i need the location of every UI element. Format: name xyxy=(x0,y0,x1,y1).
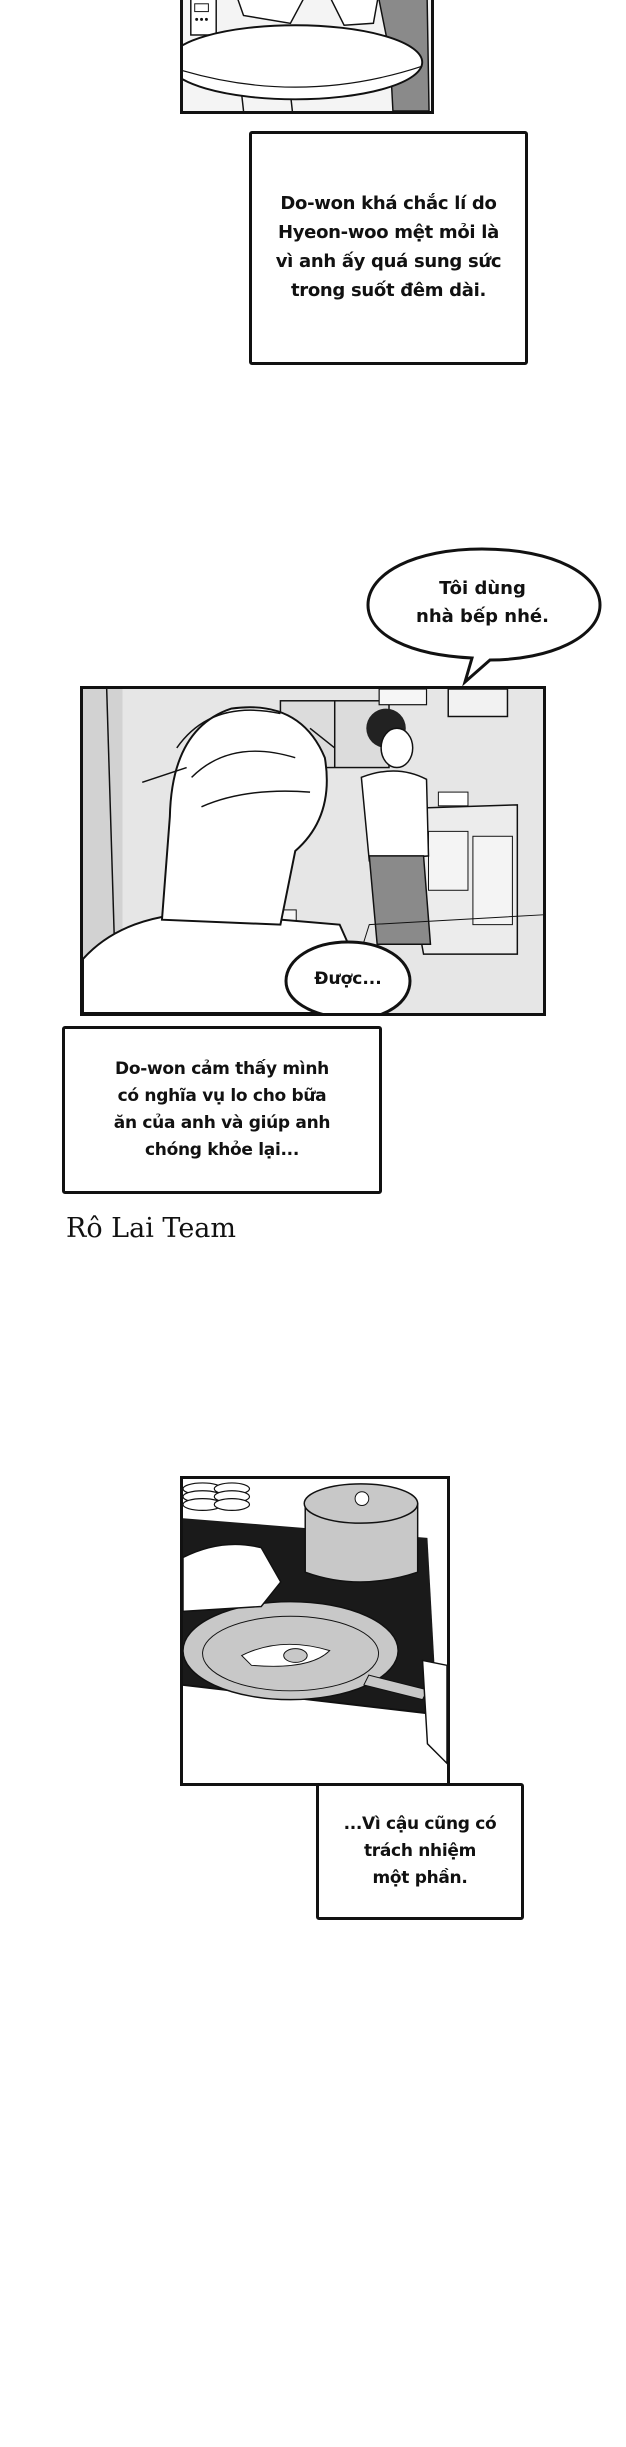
panel-kitchen-scene: Được... xyxy=(80,686,546,1016)
table-scene-illustration xyxy=(183,0,431,111)
narration-caption: Do-won cảm thấy mình có nghĩa vụ lo cho … xyxy=(62,1026,382,1194)
panel-table-scene xyxy=(180,0,434,114)
bubble-text: Được... xyxy=(314,969,382,989)
caption-text: Do-won khá chắc lí do Hyeon-woo mệt mỏi … xyxy=(275,193,502,301)
caption-text: Do-won cảm thấy mình có nghĩa vụ lo cho … xyxy=(113,1058,331,1161)
caption-text: ...Vì cậu cũng có trách nhiệm một phần. xyxy=(343,1813,497,1889)
narration-caption: ...Vì cậu cũng có trách nhiệm một phần. xyxy=(316,1783,524,1920)
kitchen-scene-illustration xyxy=(83,689,543,1013)
panel-frying-egg-scene xyxy=(180,1476,450,1786)
scanlation-credit: Rô Lai Team xyxy=(66,1213,237,1244)
bubble-shape xyxy=(366,547,602,687)
narration-caption: Do-won khá chắc lí do Hyeon-woo mệt mỏi … xyxy=(249,131,528,365)
speech-bubble-kitchen-request: Tôi dùng nhà bếp nhé. xyxy=(360,545,605,687)
frying-egg-illustration xyxy=(183,1479,447,1783)
speech-bubble-agreement: Được... xyxy=(283,939,413,1013)
bubble-shape xyxy=(284,940,412,1013)
bubble-text: Tôi dùng nhà bếp nhé. xyxy=(416,578,549,627)
